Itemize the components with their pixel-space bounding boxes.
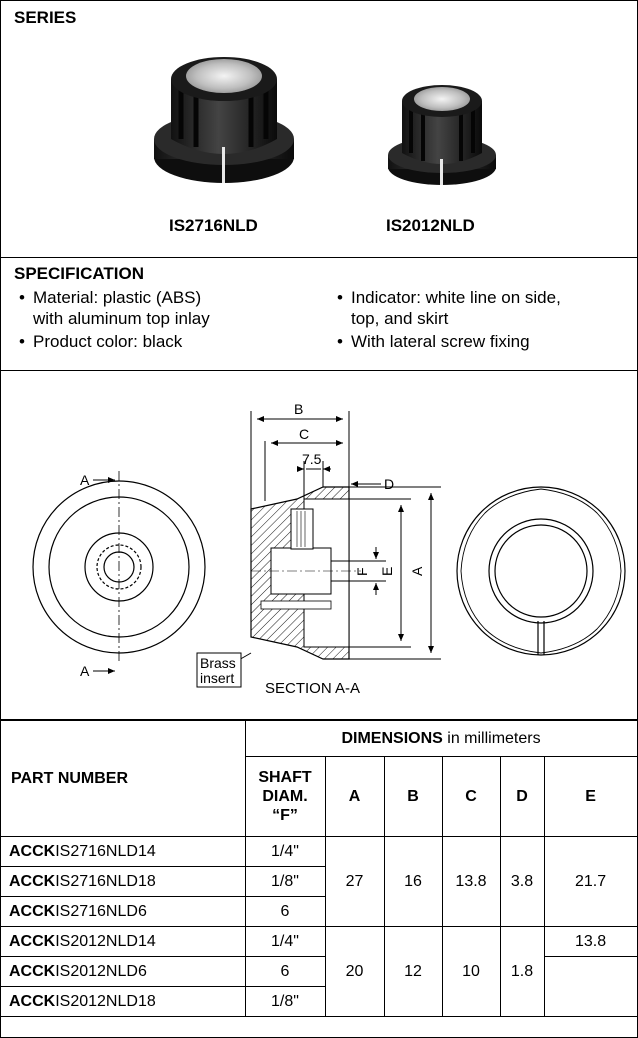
dimension-label-f: F <box>354 567 370 576</box>
header-shaft-diam: SHAFT DIAM. “F” <box>244 756 326 837</box>
table-row: ACCKIS2716NLD14 1/4" 27 16 13.8 3.8 21.7 <box>1 836 638 927</box>
dim-d-cell: 1.8 <box>499 926 545 1017</box>
dimension-label-d: D <box>384 476 394 492</box>
part-number-cell: ACCKIS2012NLD18 <box>1 986 246 1017</box>
dim-a-cell: 20 <box>324 926 385 1017</box>
bullet-icon: • <box>19 288 25 307</box>
section-view-drawing <box>250 486 361 660</box>
section-marker-a-bottom: A <box>80 663 90 679</box>
series-title: SERIES <box>14 8 77 27</box>
shaft-cell: 1/4" <box>244 836 326 867</box>
part-number-cell: ACCKIS2012NLD6 <box>1 956 246 987</box>
dimension-label-7-5: 7.5 <box>302 451 322 467</box>
dimension-label-b: B <box>294 401 303 417</box>
shaft-cell: 6 <box>244 896 326 927</box>
part-number-cell: ACCKIS2012NLD14 <box>1 926 246 957</box>
brass-insert-label-2: insert <box>200 670 234 686</box>
header-dimensions: DIMENSIONS in millimeters <box>244 720 638 757</box>
dim-e-cell: 13.8 <box>543 926 638 957</box>
spec-item-material: • Material: plastic (ABS) with aluminum … <box>19 288 210 328</box>
shaft-cell: 1/8" <box>244 866 326 897</box>
technical-drawing: A A <box>32 401 626 697</box>
bullet-icon: • <box>337 288 343 307</box>
section-marker-a-top: A <box>80 472 90 488</box>
specification-section: SPECIFICATION • Material: plastic (ABS) … <box>1 258 637 371</box>
header-col-b: B <box>383 756 443 837</box>
table-row: ACCKIS2012NLD18 1/8" <box>1 986 637 1017</box>
dim-a-cell: 27 <box>324 836 385 927</box>
bullet-icon: • <box>19 332 25 351</box>
header-col-c: C <box>441 756 501 837</box>
shaft-cell: 1/4" <box>244 926 326 957</box>
part-number-cell: ACCKIS2716NLD14 <box>1 836 246 867</box>
dim-d-cell: 3.8 <box>499 836 545 927</box>
dim-e-cell: 21.7 <box>543 836 638 927</box>
part-number-cell: ACCKIS2716NLD6 <box>1 896 246 927</box>
part-number-cell: ACCKIS2716NLD18 <box>1 866 246 897</box>
table-row: ACCKIS2012NLD14 1/4" 20 12 10 1.8 13.8 <box>1 926 638 1017</box>
dim-b-cell: 12 <box>383 926 443 1017</box>
dimensions-table: PART NUMBER DIMENSIONS in millimeters SH… <box>1 720 638 1017</box>
dimensions-table-section: PART NUMBER DIMENSIONS in millimeters SH… <box>1 720 638 1017</box>
table-row: ACCKIS2012NLD6 6 <box>1 956 638 1017</box>
specification-title: SPECIFICATION <box>14 264 145 283</box>
series-section: SERIES <box>1 1 637 258</box>
spec-item-fixing: • With lateral screw fixing <box>337 332 530 351</box>
shaft-cell: 6 <box>244 956 326 987</box>
header-part-number: PART NUMBER <box>1 720 246 837</box>
dimension-label-e: E <box>379 567 395 576</box>
shaft-cell: 1/8" <box>244 986 326 1017</box>
dim-c-cell: 10 <box>441 926 501 1017</box>
knob-large-image <box>154 57 294 183</box>
table-row: ACCKIS2716NLD18 1/8" <box>1 866 637 897</box>
part-label-large: IS2716NLD <box>169 216 258 235</box>
technical-drawing-section: A A <box>1 371 637 720</box>
part-label-small: IS2012NLD <box>386 216 475 235</box>
bullet-icon: • <box>337 332 343 351</box>
brass-insert-label: Brass <box>200 655 236 671</box>
knob-small-image <box>388 85 496 185</box>
rear-view-drawing <box>456 486 626 656</box>
table-row: ACCKIS2716NLD6 6 <box>1 896 637 927</box>
front-view-drawing <box>32 471 206 661</box>
dim-c-cell: 13.8 <box>441 836 501 927</box>
section-a-a-caption: SECTION A-A <box>265 680 360 697</box>
dimension-label-a: A <box>409 566 425 576</box>
dimension-label-c: C <box>299 426 309 442</box>
header-col-e: E <box>543 756 638 837</box>
header-col-d: D <box>499 756 545 837</box>
spec-item-indicator: • Indicator: white line on side, top, an… <box>337 288 561 328</box>
header-col-a: A <box>324 756 385 837</box>
dim-e-empty-cell <box>543 956 638 1017</box>
spec-item-color: • Product color: black <box>19 332 183 351</box>
dim-b-cell: 16 <box>383 836 443 927</box>
